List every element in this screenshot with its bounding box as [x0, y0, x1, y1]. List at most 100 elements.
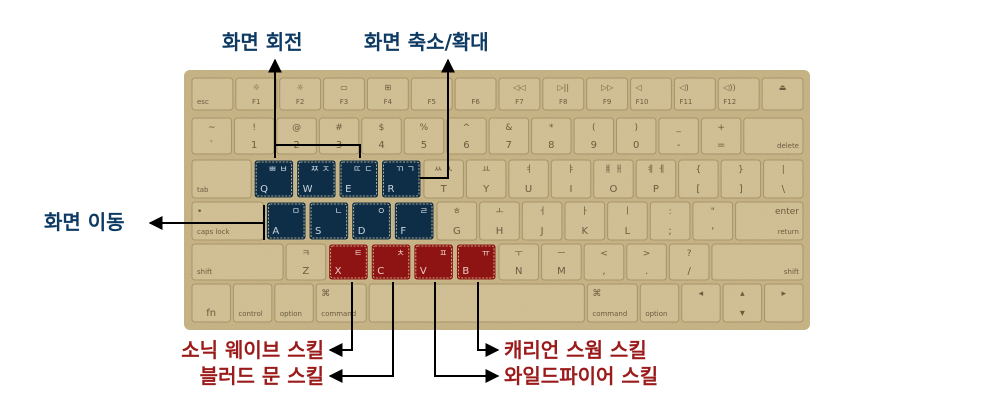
- key-f4[interactable]: ⊞F4: [367, 78, 408, 110]
- key-control[interactable]: control: [233, 284, 271, 322]
- key-top-label: <: [600, 249, 608, 259]
- key-shift[interactable]: shift: [192, 244, 283, 280]
- key-d[interactable]: ㅇD: [352, 202, 392, 240]
- key-f8[interactable]: ▷||F8: [543, 78, 584, 110]
- key-main-label: shift: [197, 268, 212, 276]
- key--[interactable]: _-: [659, 118, 698, 154]
- label-blood: 블러드 문 스킬: [200, 364, 324, 388]
- key-\[interactable]: |\: [764, 160, 803, 198]
- key-main-label: D: [358, 226, 366, 237]
- key-w[interactable]: ㅉ ㅈW: [297, 160, 336, 198]
- key-'[interactable]: "': [693, 202, 733, 240]
- key-7[interactable]: &7: [489, 118, 528, 154]
- key-3[interactable]: #3: [319, 118, 358, 154]
- key-top-label: ~: [208, 123, 216, 133]
- key-h[interactable]: ㅗH: [480, 202, 520, 240]
- key-j[interactable]: ㅓJ: [522, 202, 562, 240]
- key-main-label: 1: [251, 140, 257, 151]
- key-z[interactable]: ㅋZ: [286, 244, 326, 280]
- key-delete[interactable]: delete: [744, 118, 803, 154]
- key-return[interactable]: enterreturn: [736, 202, 803, 240]
- key-2[interactable]: @2: [277, 118, 316, 154]
- key-main-label: 7: [506, 140, 512, 151]
- key-g[interactable]: ㅎG: [437, 202, 477, 240]
- key-top-label: +: [717, 123, 725, 133]
- key-6[interactable]: ^6: [447, 118, 486, 154]
- key-top-label: &: [505, 123, 512, 133]
- key-4[interactable]: $4: [362, 118, 401, 154]
- key-option[interactable]: option: [640, 284, 678, 322]
- key-⏏[interactable]: ⏏: [762, 78, 803, 110]
- key-c[interactable]: ㅊC: [371, 244, 411, 280]
- key-top-label: $: [379, 123, 385, 133]
- key-,[interactable]: <,: [584, 244, 624, 280]
- key-top-label: ㅗ: [495, 207, 503, 217]
- key-o[interactable]: ㅒ ㅐO: [594, 160, 633, 198]
- key-command[interactable]: ⌘command: [587, 284, 637, 322]
- key-i[interactable]: ㅑI: [551, 160, 590, 198]
- key-.[interactable]: >.: [627, 244, 667, 280]
- key-f1[interactable]: ☼F1: [236, 78, 277, 110]
- key-shift[interactable]: shift: [712, 244, 803, 280]
- key-p[interactable]: ㅖ ㅔP: [636, 160, 675, 198]
- key-f7[interactable]: ◁◁F7: [499, 78, 540, 110]
- key-f3[interactable]: ▭F3: [324, 78, 365, 110]
- key-main-label: 8: [548, 140, 554, 151]
- key-0[interactable]: )0: [616, 118, 655, 154]
- key-q[interactable]: ㅃ ㅂQ: [254, 160, 293, 198]
- key-caps-lock[interactable]: •caps lock: [192, 202, 263, 240]
- key-option[interactable]: option: [275, 284, 313, 322]
- key-a[interactable]: ㅁA: [266, 202, 306, 240]
- key-f[interactable]: ㄹF: [394, 202, 434, 240]
- key-8[interactable]: *8: [532, 118, 571, 154]
- key-▸[interactable]: ▸: [765, 284, 803, 322]
- key-v[interactable]: ㅍV: [414, 244, 454, 280]
- key-main-label: `: [209, 139, 214, 151]
- key-9[interactable]: (9: [574, 118, 613, 154]
- key-f12[interactable]: ◁))F12: [718, 78, 759, 110]
- key-top-label: ㅎ: [453, 207, 461, 217]
- key-main-label: O: [610, 184, 618, 195]
- key-r[interactable]: ㄲ ㄱR: [382, 160, 421, 198]
- key-top-label: ⌘: [592, 289, 601, 299]
- key-1[interactable]: !1: [234, 118, 273, 154]
- key-e[interactable]: ㄸ ㄷE: [339, 160, 378, 198]
- key-top-label: ㅕ: [524, 164, 532, 175]
- key-command[interactable]: ⌘command: [316, 284, 366, 322]
- key-top-label: ▸: [782, 289, 787, 299]
- key-top-label: %: [420, 123, 429, 133]
- key-blank[interactable]: [369, 284, 584, 322]
- key-esc[interactable]: esc: [192, 78, 233, 110]
- key-◂[interactable]: ◂: [682, 284, 720, 322]
- key-k[interactable]: ㅏK: [565, 202, 605, 240]
- key-5[interactable]: %5: [404, 118, 443, 154]
- key-y[interactable]: ㅛY: [466, 160, 505, 198]
- key-u[interactable]: ㅕU: [509, 160, 548, 198]
- key-s[interactable]: ㄴS: [309, 202, 349, 240]
- key-f10[interactable]: ◁F10: [631, 78, 672, 110]
- key-b[interactable]: ㅠB: [456, 244, 496, 280]
- key-main-label: F11: [679, 98, 692, 106]
- key-main-label: 9: [591, 140, 597, 151]
- key-main-label: .: [645, 266, 648, 277]
- key-f9[interactable]: ▷▷F9: [587, 78, 628, 110]
- key-l[interactable]: ㅣL: [608, 202, 648, 240]
- key-tab[interactable]: tab: [192, 160, 251, 198]
- key-top-label: }: [738, 165, 744, 175]
- key-`[interactable]: ~`: [192, 118, 231, 154]
- key-;[interactable]: :;: [650, 202, 690, 240]
- key-/[interactable]: ?/: [669, 244, 709, 280]
- key-▾[interactable]: ▴▾: [723, 284, 761, 322]
- key-main-label: control: [238, 310, 262, 318]
- key-[[interactable]: {[: [679, 160, 718, 198]
- key-n[interactable]: ㅜN: [499, 244, 539, 280]
- key-f11[interactable]: ◁)F11: [674, 78, 715, 110]
- key-fn[interactable]: fn: [192, 284, 230, 322]
- key-m[interactable]: ㅡM: [542, 244, 582, 280]
- key-f5[interactable]: F5: [411, 78, 452, 110]
- key-f2[interactable]: ☼F2: [280, 78, 321, 110]
- key-][interactable]: }]: [721, 160, 760, 198]
- key-=[interactable]: +=: [701, 118, 740, 154]
- key-x[interactable]: ㅌX: [329, 244, 369, 280]
- key-f6[interactable]: F6: [455, 78, 496, 110]
